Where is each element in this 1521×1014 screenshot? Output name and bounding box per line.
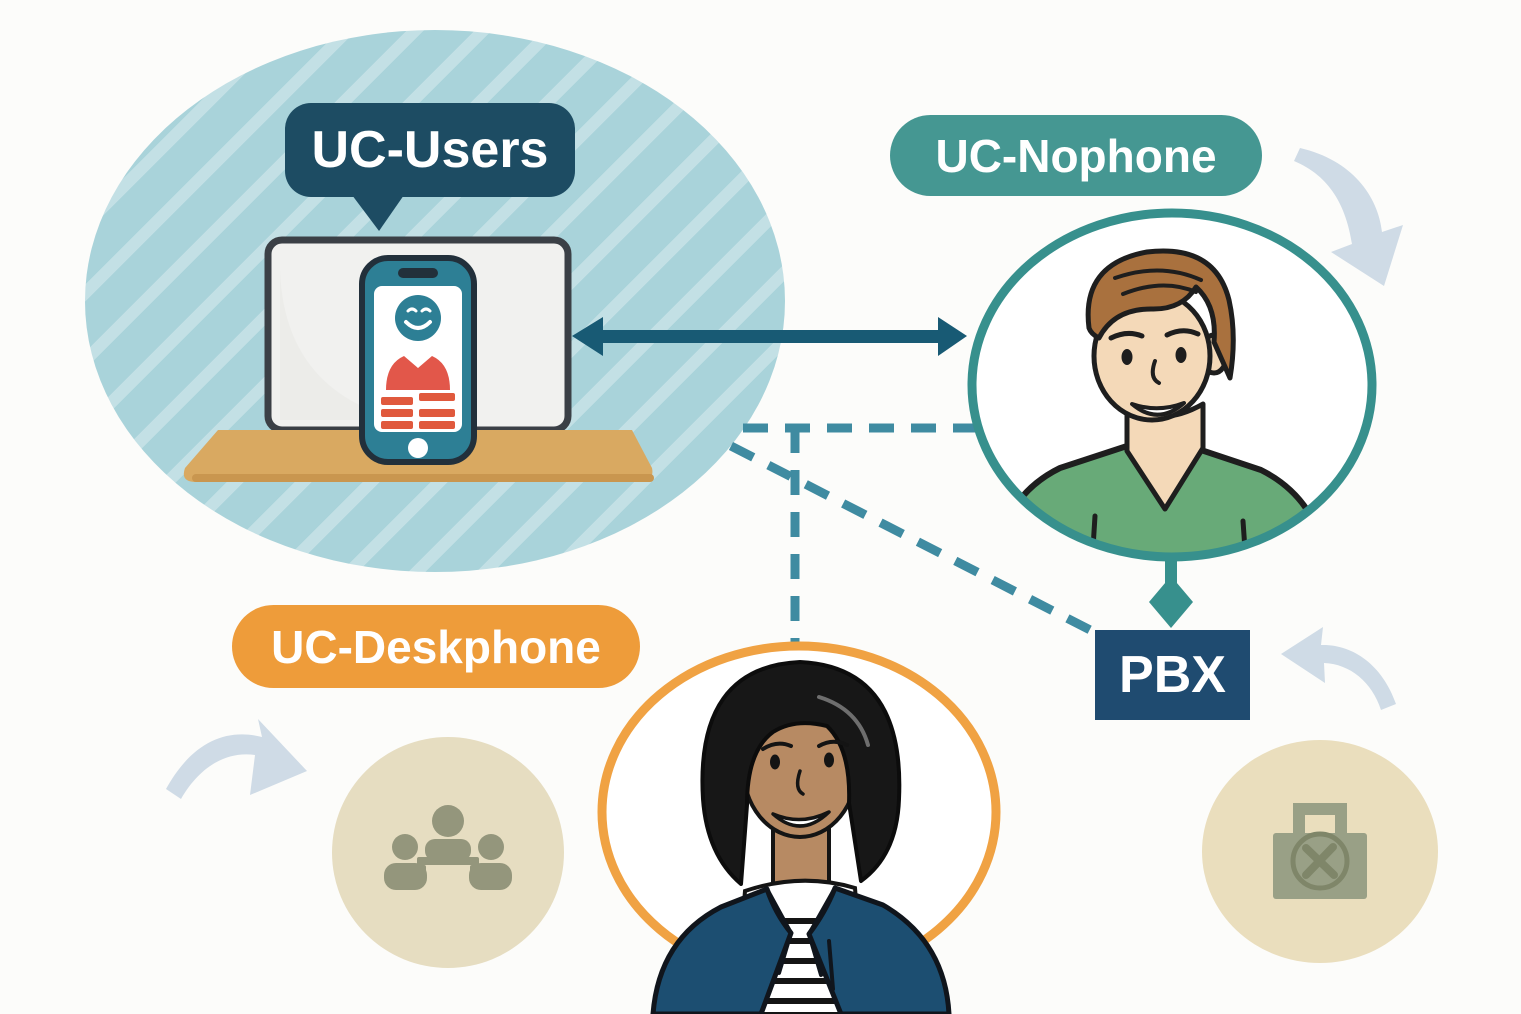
contact-avatar-collar bbox=[408, 347, 428, 368]
three-people-group-icon bbox=[384, 805, 512, 890]
man-circle-ring bbox=[967, 208, 1377, 562]
laptop-with-smartphone-illustration bbox=[183, 236, 654, 482]
phone-speaker-notch bbox=[398, 268, 438, 278]
man-avatar-illustration bbox=[967, 208, 1377, 562]
pbx-box: PBX bbox=[1095, 630, 1250, 720]
uc-users-speech-bubble: UC-Users bbox=[285, 103, 575, 197]
pbx-label: PBX bbox=[1119, 646, 1226, 704]
double-headed-arrow bbox=[572, 317, 967, 356]
laptop-base-edge bbox=[192, 474, 654, 482]
curved-arrow-to-pbx bbox=[1281, 627, 1396, 710]
bag-lock-with-crossed-circle-icon bbox=[1273, 803, 1367, 899]
uc-deskphone-label: UC-Deskphone bbox=[271, 620, 601, 673]
woman-avatar-illustration bbox=[597, 641, 1001, 1014]
curved-arrow-to-group-circle bbox=[166, 719, 307, 799]
light-gray-curved-arrows bbox=[166, 148, 1403, 799]
screen-reflection bbox=[280, 270, 400, 420]
uc-deskphone-pill: UC-Deskphone bbox=[232, 605, 640, 688]
smartphone bbox=[359, 255, 477, 465]
contact-text-lines bbox=[381, 393, 455, 429]
woman-figure bbox=[650, 660, 952, 1014]
uc-nophone-label: UC-Nophone bbox=[935, 129, 1217, 182]
curved-arrow-to-man-circle bbox=[1294, 148, 1403, 286]
uc-users-label: UC-Users bbox=[311, 121, 549, 179]
uc-nophone-pill: UC-Nophone bbox=[890, 115, 1262, 196]
contact-avatar-head bbox=[395, 295, 441, 341]
phone-home-button bbox=[408, 438, 428, 458]
dashed-line-ellipse-to-pbx bbox=[728, 441, 1101, 639]
contact-avatar-shirt bbox=[386, 356, 450, 390]
dashed-connectors bbox=[728, 423, 1101, 642]
